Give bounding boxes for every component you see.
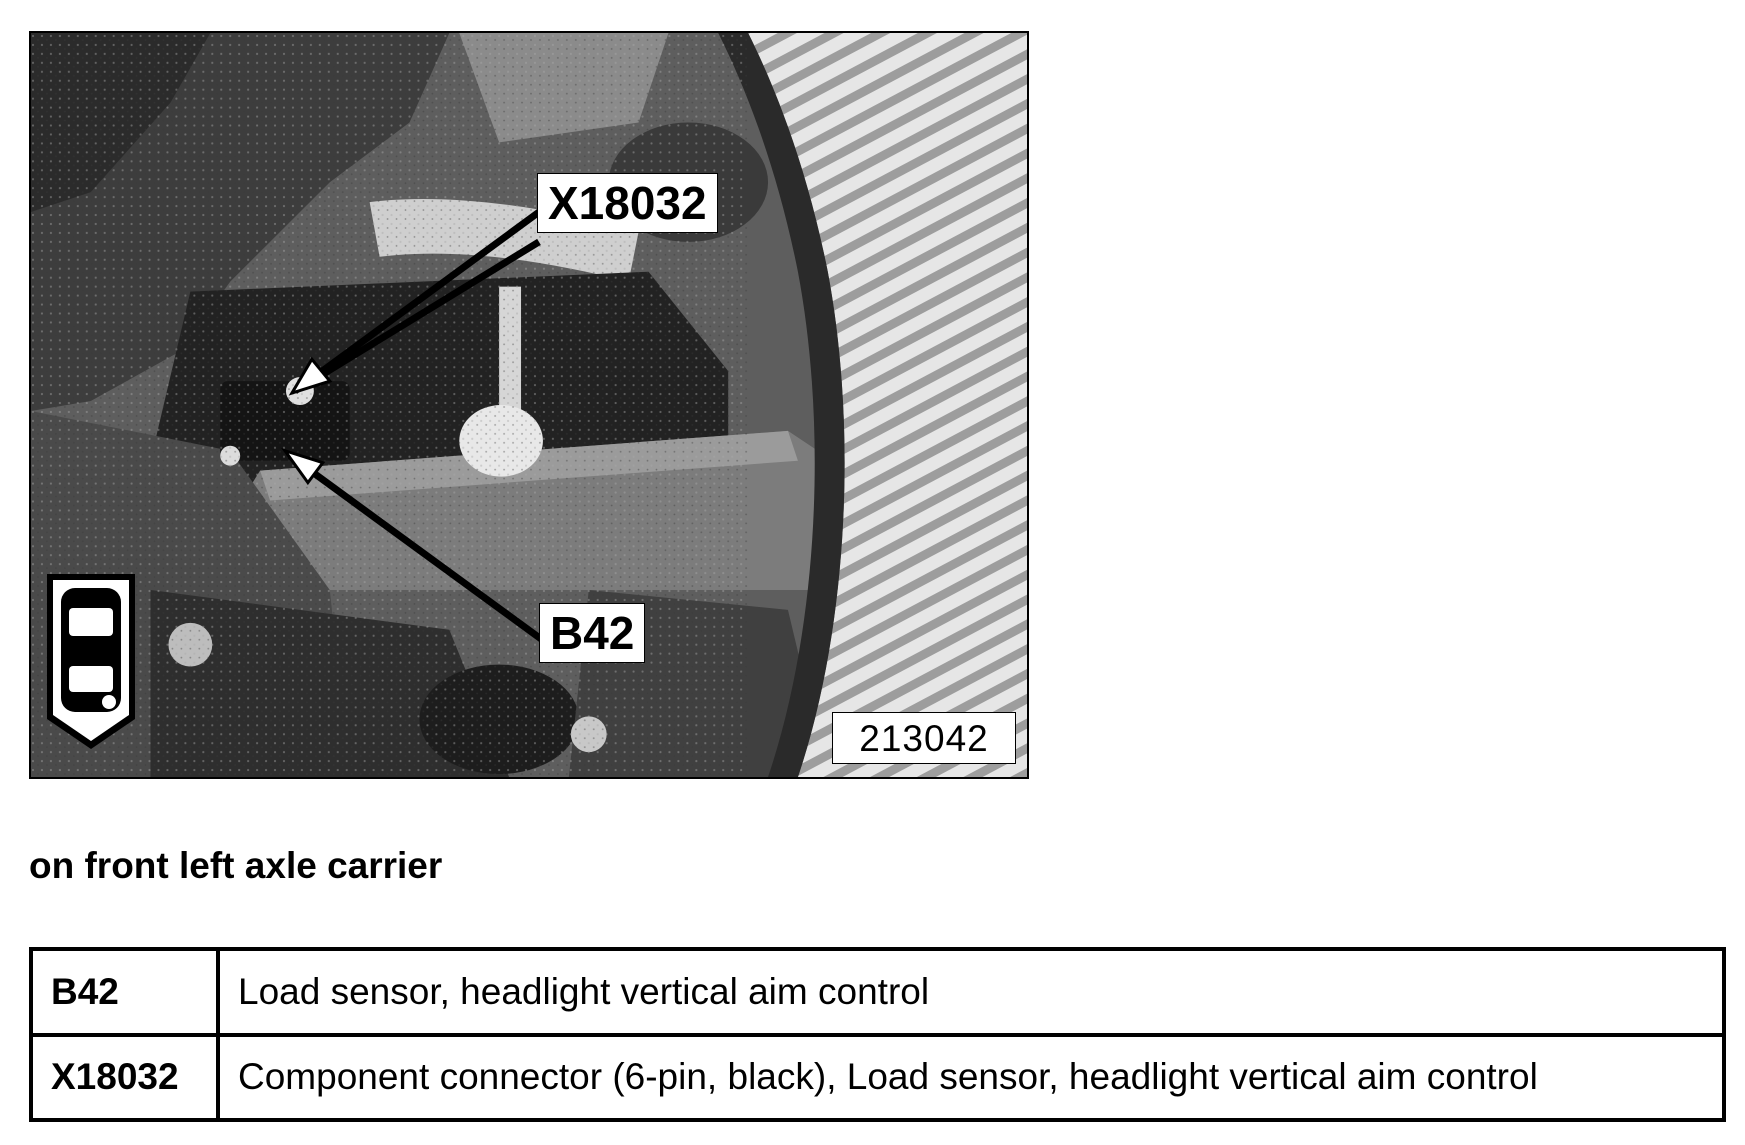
location-caption: on front left axle carrier [29, 845, 443, 886]
axle-carrier-photo [31, 33, 1027, 777]
legend-code: X18032 [29, 1032, 220, 1122]
callout-label-b42: B42 [539, 603, 646, 663]
legend-description: Load sensor, headlight vertical aim cont… [216, 947, 1726, 1037]
callout-arrowheads [281, 356, 333, 486]
table-row: B42 Load sensor, headlight vertical aim … [29, 947, 1726, 1037]
car-top-view-front-left-icon [47, 574, 135, 749]
callout-label-x18032: X18032 [537, 173, 718, 233]
legend-table: B42 Load sensor, headlight vertical aim … [29, 947, 1726, 1122]
callout-lines [287, 209, 551, 648]
legend-description: Component connector (6-pin, black), Load… [216, 1032, 1726, 1122]
legend-code: B42 [29, 947, 220, 1037]
image-number: 213042 [832, 712, 1016, 764]
table-row: X18032 Component connector (6-pin, black… [29, 1032, 1726, 1122]
component-photo: X18032 B42 213042 [29, 31, 1029, 779]
